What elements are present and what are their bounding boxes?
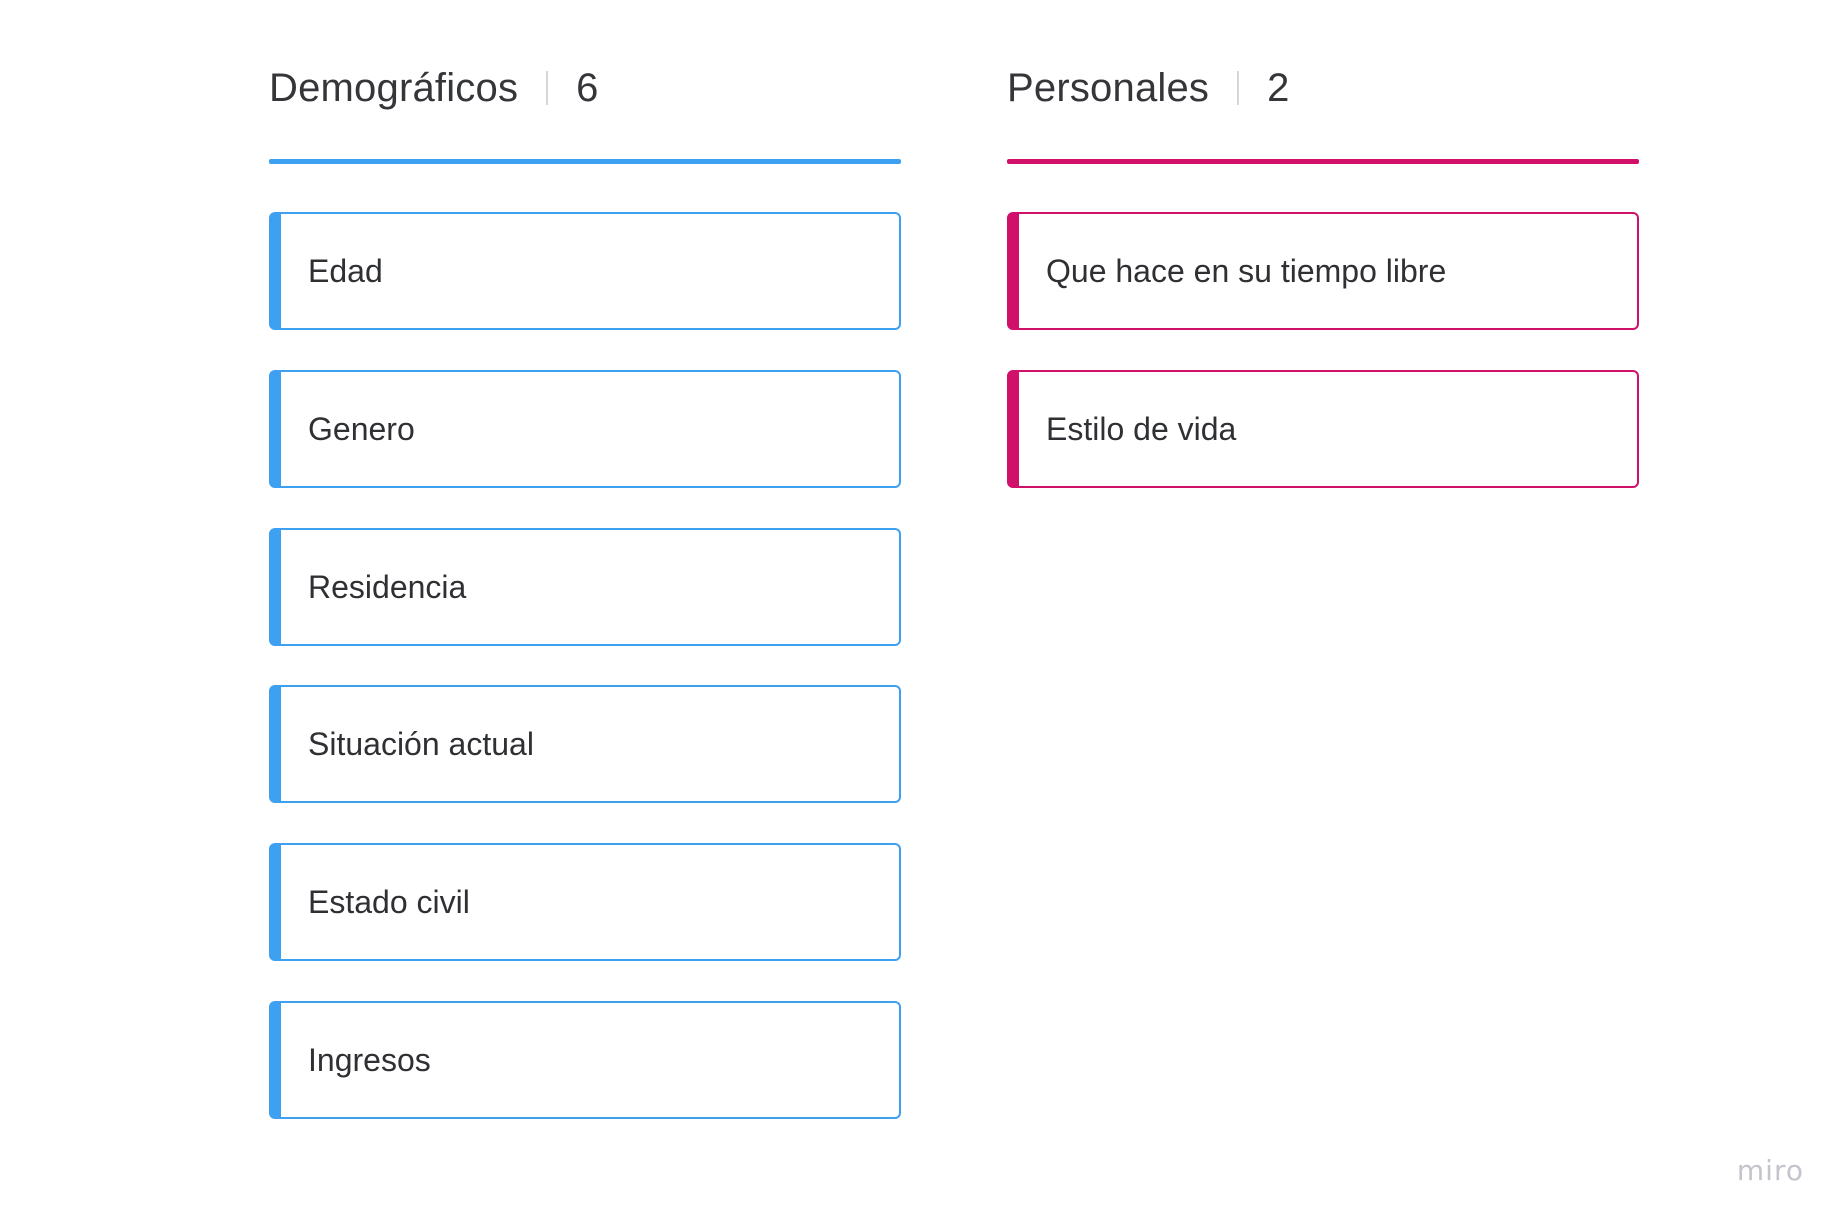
card-label: Edad — [308, 252, 383, 289]
card-label: Estado civil — [308, 883, 470, 920]
card-label: Ingresos — [308, 1041, 431, 1078]
column-card-count: 6 — [576, 65, 599, 110]
card[interactable]: Estilo de vida — [1007, 370, 1639, 488]
card-label: Estilo de vida — [1046, 410, 1237, 447]
card[interactable]: Residencia — [269, 528, 901, 646]
card-label: Residencia — [308, 568, 467, 605]
column-card-count: 2 — [1267, 65, 1290, 110]
card-label: Situación actual — [308, 725, 534, 762]
column-title[interactable]: Personales — [1007, 65, 1210, 110]
card[interactable]: Edad — [269, 212, 901, 330]
miro-logo: miro — [1736, 1154, 1804, 1187]
card[interactable]: Estado civil — [269, 843, 901, 961]
column-header: Personales 2 — [1007, 62, 1289, 114]
card[interactable]: Ingresos — [269, 1001, 901, 1119]
card[interactable]: Que hace en su tiempo libre — [1007, 212, 1639, 330]
card[interactable]: Situación actual — [269, 685, 901, 803]
card[interactable]: Genero — [269, 370, 901, 488]
card-label: Genero — [308, 410, 415, 447]
column-header: Demográficos 6 — [269, 62, 598, 114]
column-header-divider — [1237, 71, 1240, 105]
card-label: Que hace en su tiempo libre — [1046, 252, 1447, 289]
column-accent-rule — [269, 159, 901, 164]
column-header-divider — [546, 71, 549, 105]
column-title[interactable]: Demográficos — [269, 65, 519, 110]
column-accent-rule — [1007, 159, 1639, 164]
